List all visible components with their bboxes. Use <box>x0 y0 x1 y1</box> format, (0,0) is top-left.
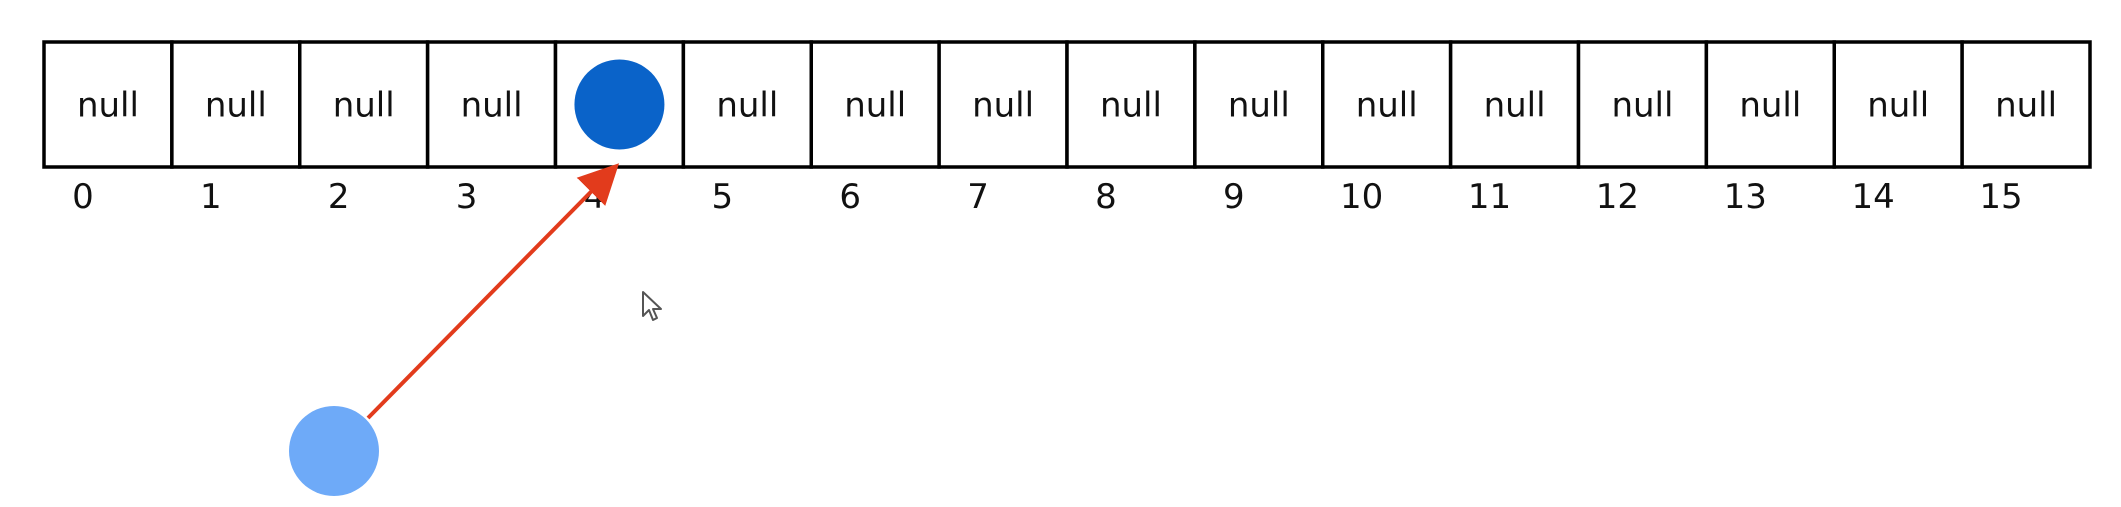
index-label-11: 11 <box>1468 177 1511 217</box>
array-cell-14: null <box>1832 40 1964 169</box>
stored-node <box>574 59 665 150</box>
cell-value: null <box>1484 86 1546 126</box>
array-cell-9: null <box>1193 40 1325 169</box>
cell-value: null <box>461 86 523 126</box>
array-cell-box <box>1960 40 2092 169</box>
array-cell-15: null <box>1960 40 2092 169</box>
mouse-pointer-icon <box>642 291 662 321</box>
index-label-13: 13 <box>1724 177 1767 217</box>
insert-arrow <box>366 163 620 420</box>
array-cell-6: null <box>809 40 941 169</box>
index-label-3: 3 <box>456 177 478 217</box>
index-label-1: 1 <box>200 177 222 217</box>
array-cell-4 <box>553 40 686 169</box>
index-label-2: 2 <box>328 177 350 217</box>
cell-value: null <box>1228 86 1290 126</box>
array-cell-box <box>809 40 941 169</box>
cell-value: null <box>1739 86 1801 126</box>
array-cell-box <box>681 40 813 169</box>
cell-value: null <box>1100 86 1162 126</box>
array-cell-7: null <box>937 40 1069 169</box>
array-cell-1: null <box>170 40 302 169</box>
index-label-15: 15 <box>1979 177 2022 217</box>
array-cell-box <box>170 40 302 169</box>
index-label-9: 9 <box>1223 177 1245 217</box>
array-cell-13: null <box>1704 40 1836 169</box>
array-cell-11: null <box>1448 40 1581 169</box>
array-cell-10: null <box>1321 40 1453 169</box>
index-label-12: 12 <box>1596 177 1639 217</box>
cell-value: null <box>333 86 395 126</box>
cell-value: null <box>1867 86 1929 126</box>
cell-value: null <box>1611 86 1673 126</box>
array-cell-5: null <box>681 40 813 169</box>
cell-value: null <box>77 86 139 126</box>
cell-value: null <box>1356 86 1418 126</box>
array-cell-2: null <box>298 40 430 169</box>
cell-value: null <box>1995 86 2057 126</box>
array-cells: null null null null null null null null null null… <box>42 40 2092 169</box>
array-cell-box <box>1193 40 1325 169</box>
array-cell-box <box>937 40 1069 169</box>
index-label-7: 7 <box>967 177 989 217</box>
array-cell-box <box>1448 40 1581 169</box>
array-cell-box <box>42 40 174 169</box>
incoming-node <box>289 406 379 496</box>
cell-value: null <box>205 86 267 126</box>
array-cell-3: null <box>425 40 558 169</box>
index-label-5: 5 <box>711 177 733 217</box>
index-label-14: 14 <box>1852 177 1895 217</box>
array-cell-12: null <box>1576 40 1709 169</box>
array-cell-0: null <box>42 40 174 169</box>
array-cell-box <box>298 40 430 169</box>
cell-value: null <box>844 86 906 126</box>
index-label-6: 6 <box>839 177 861 217</box>
index-label-0: 0 <box>72 177 94 217</box>
array-cell-box <box>1065 40 1197 169</box>
index-label-10: 10 <box>1340 177 1383 217</box>
array-cell-box <box>1704 40 1836 169</box>
cell-value: null <box>972 86 1034 126</box>
index-label-8: 8 <box>1095 177 1117 217</box>
cell-value: null <box>716 86 778 126</box>
array-cell-box <box>1576 40 1709 169</box>
array-cell-8: null <box>1065 40 1197 169</box>
